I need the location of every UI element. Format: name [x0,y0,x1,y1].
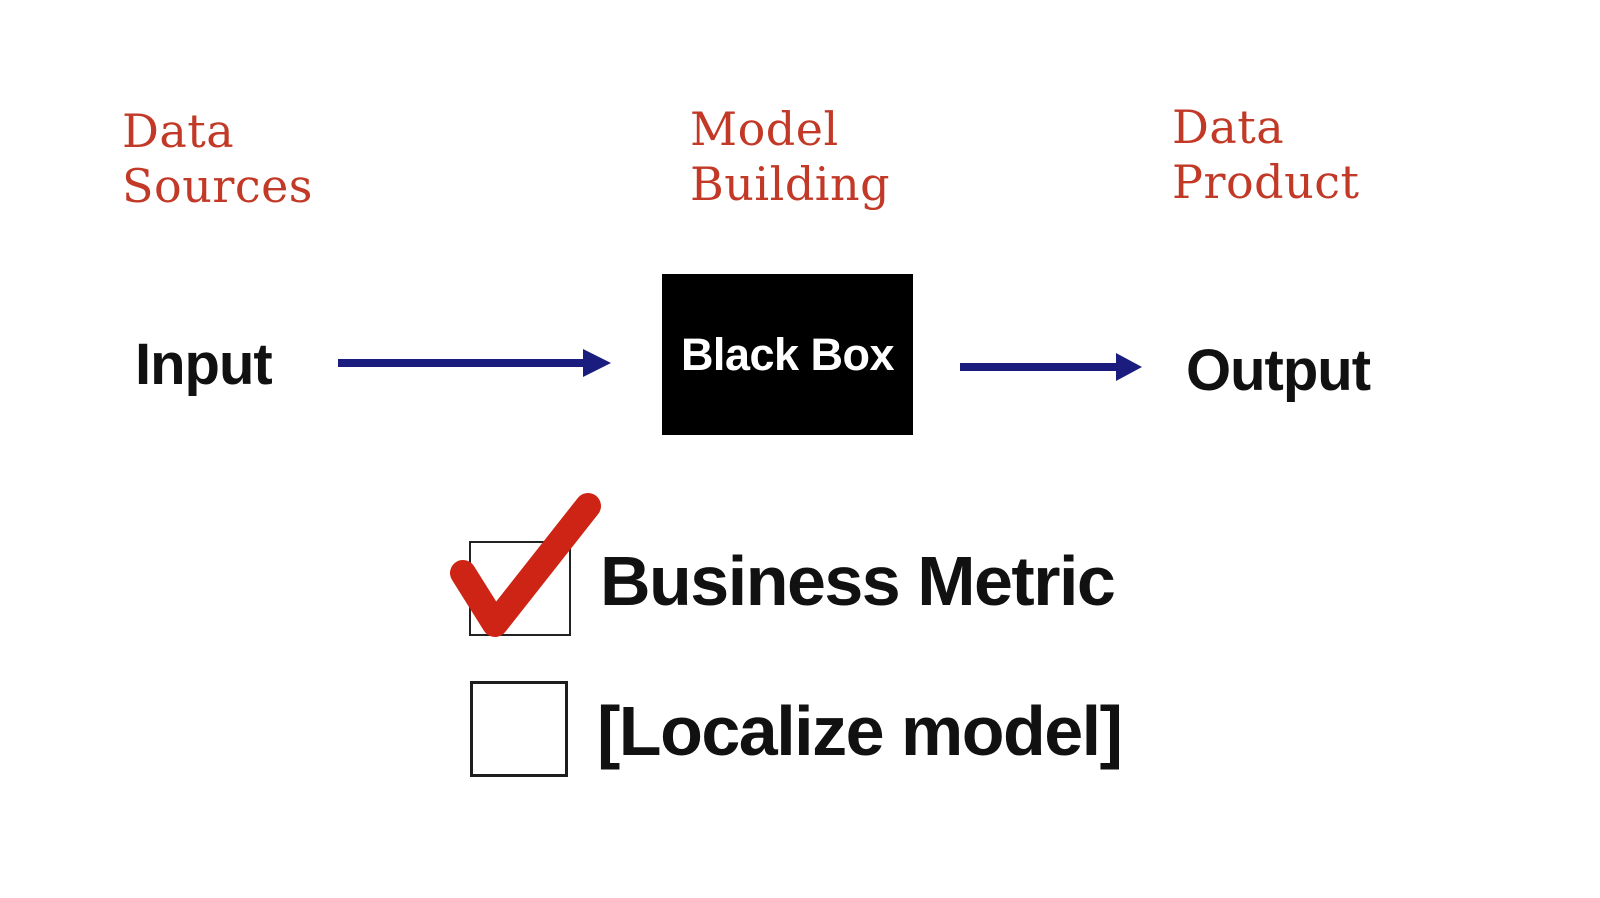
input-label: Input [135,332,273,397]
output-label: Output [1186,338,1371,403]
checklist-label-business-metric: Business Metric [600,542,1116,620]
black-box-label: Black Box [680,328,895,380]
arrow-right-icon [338,349,611,377]
checkmark-icon [450,493,601,637]
arrow-head [1116,353,1142,381]
stage-label-model-building: Model Building [690,102,891,211]
stage-label-data-sources: Data Sources [122,104,313,213]
stage-label-data-product: Data Product [1172,100,1360,209]
arrow-right-icon [960,353,1142,381]
checkmark-stroke [450,493,601,637]
checkbox-localize-model[interactable] [470,681,568,777]
checklist-label-localize-model: [Localize model] [597,692,1123,770]
arrow-head [583,349,611,377]
black-box: Black Box [662,274,913,435]
